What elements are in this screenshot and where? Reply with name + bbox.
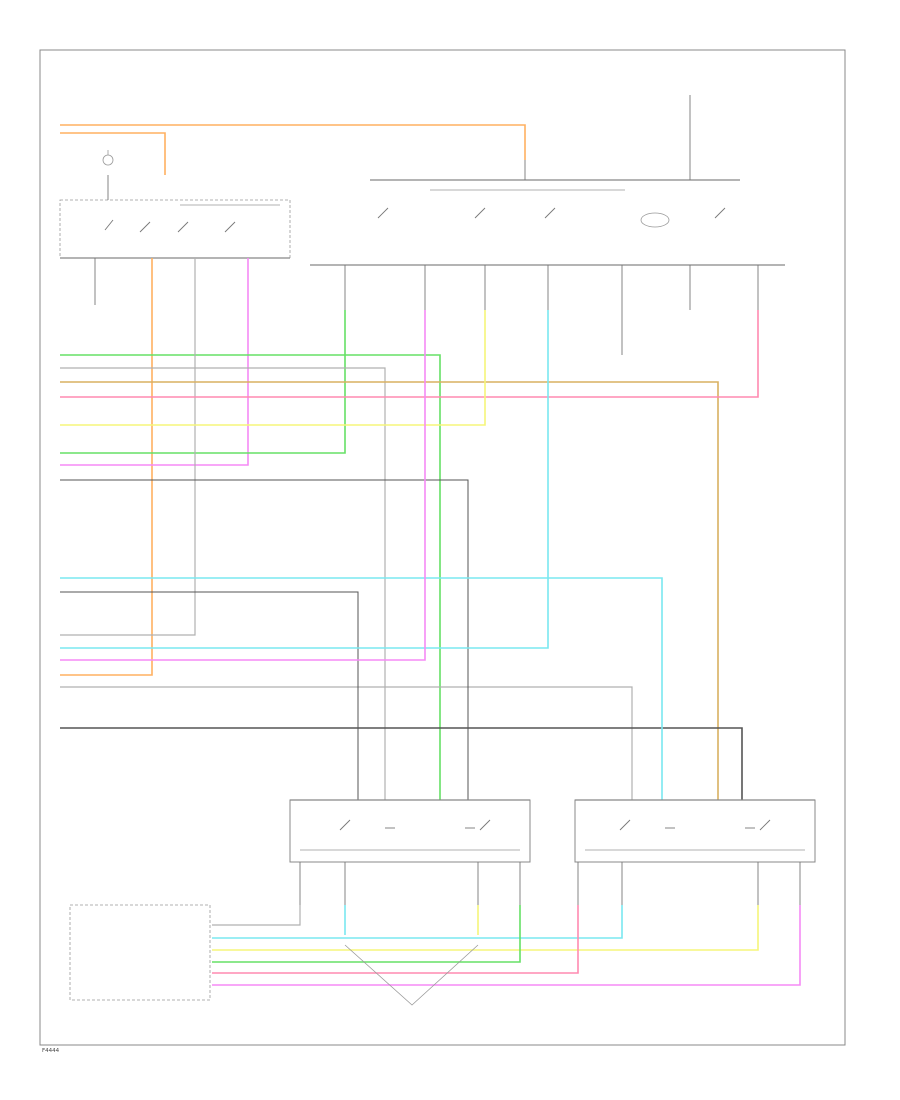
wire-black-3: [60, 727, 743, 800]
wire-cyan-2: [60, 310, 549, 649]
bottom-connector: [69, 904, 801, 1001]
top-right-switch-bus: [310, 95, 785, 266]
wire-green-2: [60, 310, 346, 454]
wire-green-1: [60, 354, 441, 800]
wire-tan: [60, 381, 719, 800]
wire-magenta-left: [60, 258, 249, 466]
footer-id: F4444: [42, 1048, 60, 1054]
right-motor-block: [574, 799, 816, 863]
wire-black-1: [60, 479, 469, 800]
wire-gray-3: [60, 686, 633, 800]
diagram-frame: [39, 49, 846, 1046]
wire-magenta-2: [60, 310, 426, 661]
wire-gray-2: [60, 258, 196, 636]
wire-yellow: [60, 310, 486, 426]
wire-gray-1: [60, 367, 386, 800]
wire-pink: [60, 310, 759, 398]
splice-v: [344, 944, 479, 1006]
lower-drop-wires: [299, 862, 801, 905]
orange-top-feed: [60, 124, 526, 175]
left-switch-block: [59, 150, 291, 259]
wire-orange: [60, 258, 153, 676]
left-motor-block: [289, 799, 531, 863]
wire-black-2: [60, 591, 359, 800]
top-drop-wires: [94, 258, 759, 355]
wire-cyan-1: [60, 577, 663, 800]
